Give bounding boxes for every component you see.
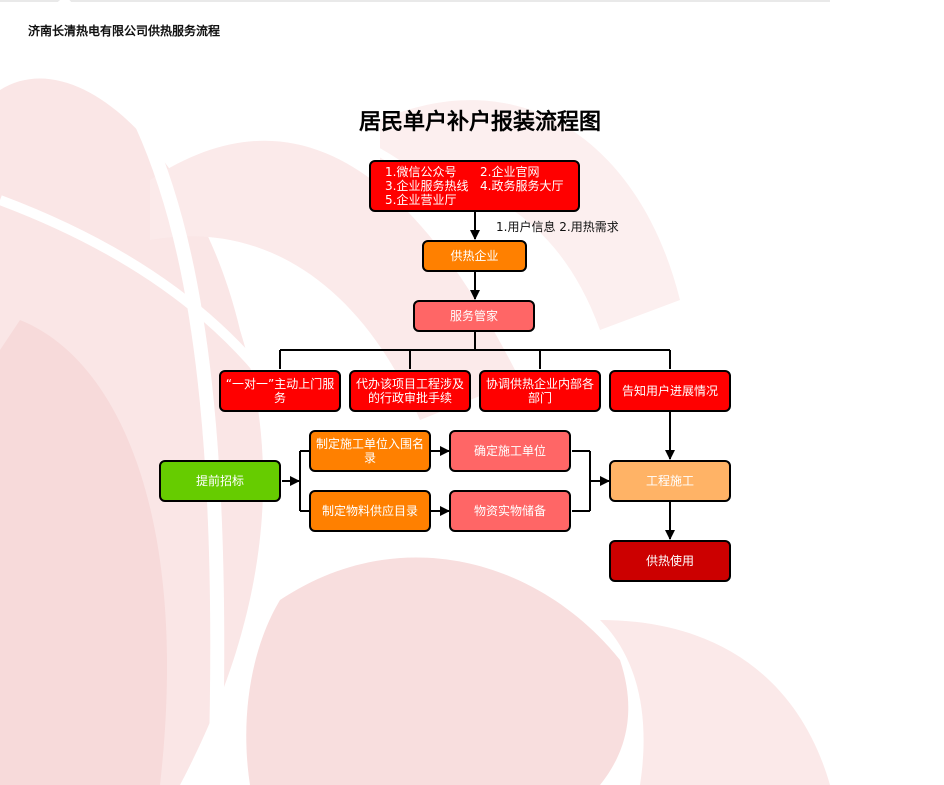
node-confirm-contractor: 确定施工单位 (449, 430, 571, 472)
node-advance-bidding: 提前招标 (159, 460, 281, 502)
node-heating-supplier: 供热企业 (422, 240, 527, 272)
node-heating-use: 供热使用 (609, 540, 731, 582)
node-contractor-list: 制定施工单位入围名录 (309, 430, 431, 472)
node-material-reserve: 物资实物储备 (449, 490, 571, 532)
channel-row-2: 3.企业服务热线 4.政务服务大厅 (385, 179, 570, 193)
channel-hotline: 3.企业服务热线 (385, 179, 469, 193)
channel-wechat: 1.微信公众号 (385, 165, 457, 179)
node-one-to-one-service: “一对一”主动上门服务 (219, 370, 341, 412)
edge-label-user-info: 1.用户信息 2.用热需求 (496, 220, 619, 234)
node-application-channels: 1.微信公众号 2.企业官网 3.企业服务热线 4.政务服务大厅 5.企业营业厅 (369, 160, 580, 212)
node-material-catalog: 制定物料供应目录 (309, 490, 431, 532)
diagram-title: 居民单户补户报装流程图 (358, 109, 601, 135)
node-service-butler: 服务管家 (413, 300, 535, 332)
channel-gov-hall: 4.政务服务大厅 (480, 179, 564, 193)
channel-business-hall: 5.企业营业厅 (385, 193, 457, 207)
node-construction: 工程施工 (609, 460, 731, 502)
channel-row-3: 5.企业营业厅 (385, 193, 570, 207)
channel-website: 2.企业官网 (480, 165, 540, 179)
channel-row-1: 1.微信公众号 2.企业官网 (385, 165, 570, 179)
company-flow-title: 济南长清热电有限公司供热服务流程 (28, 24, 221, 38)
node-agency-approval: 代办该项目工程涉及的行政审批手续 (349, 370, 471, 412)
top-divider (0, 0, 830, 2)
node-notify-progress: 告知用户进展情况 (609, 370, 731, 412)
node-coordinate-departments: 协调供热企业内部各部门 (479, 370, 601, 412)
